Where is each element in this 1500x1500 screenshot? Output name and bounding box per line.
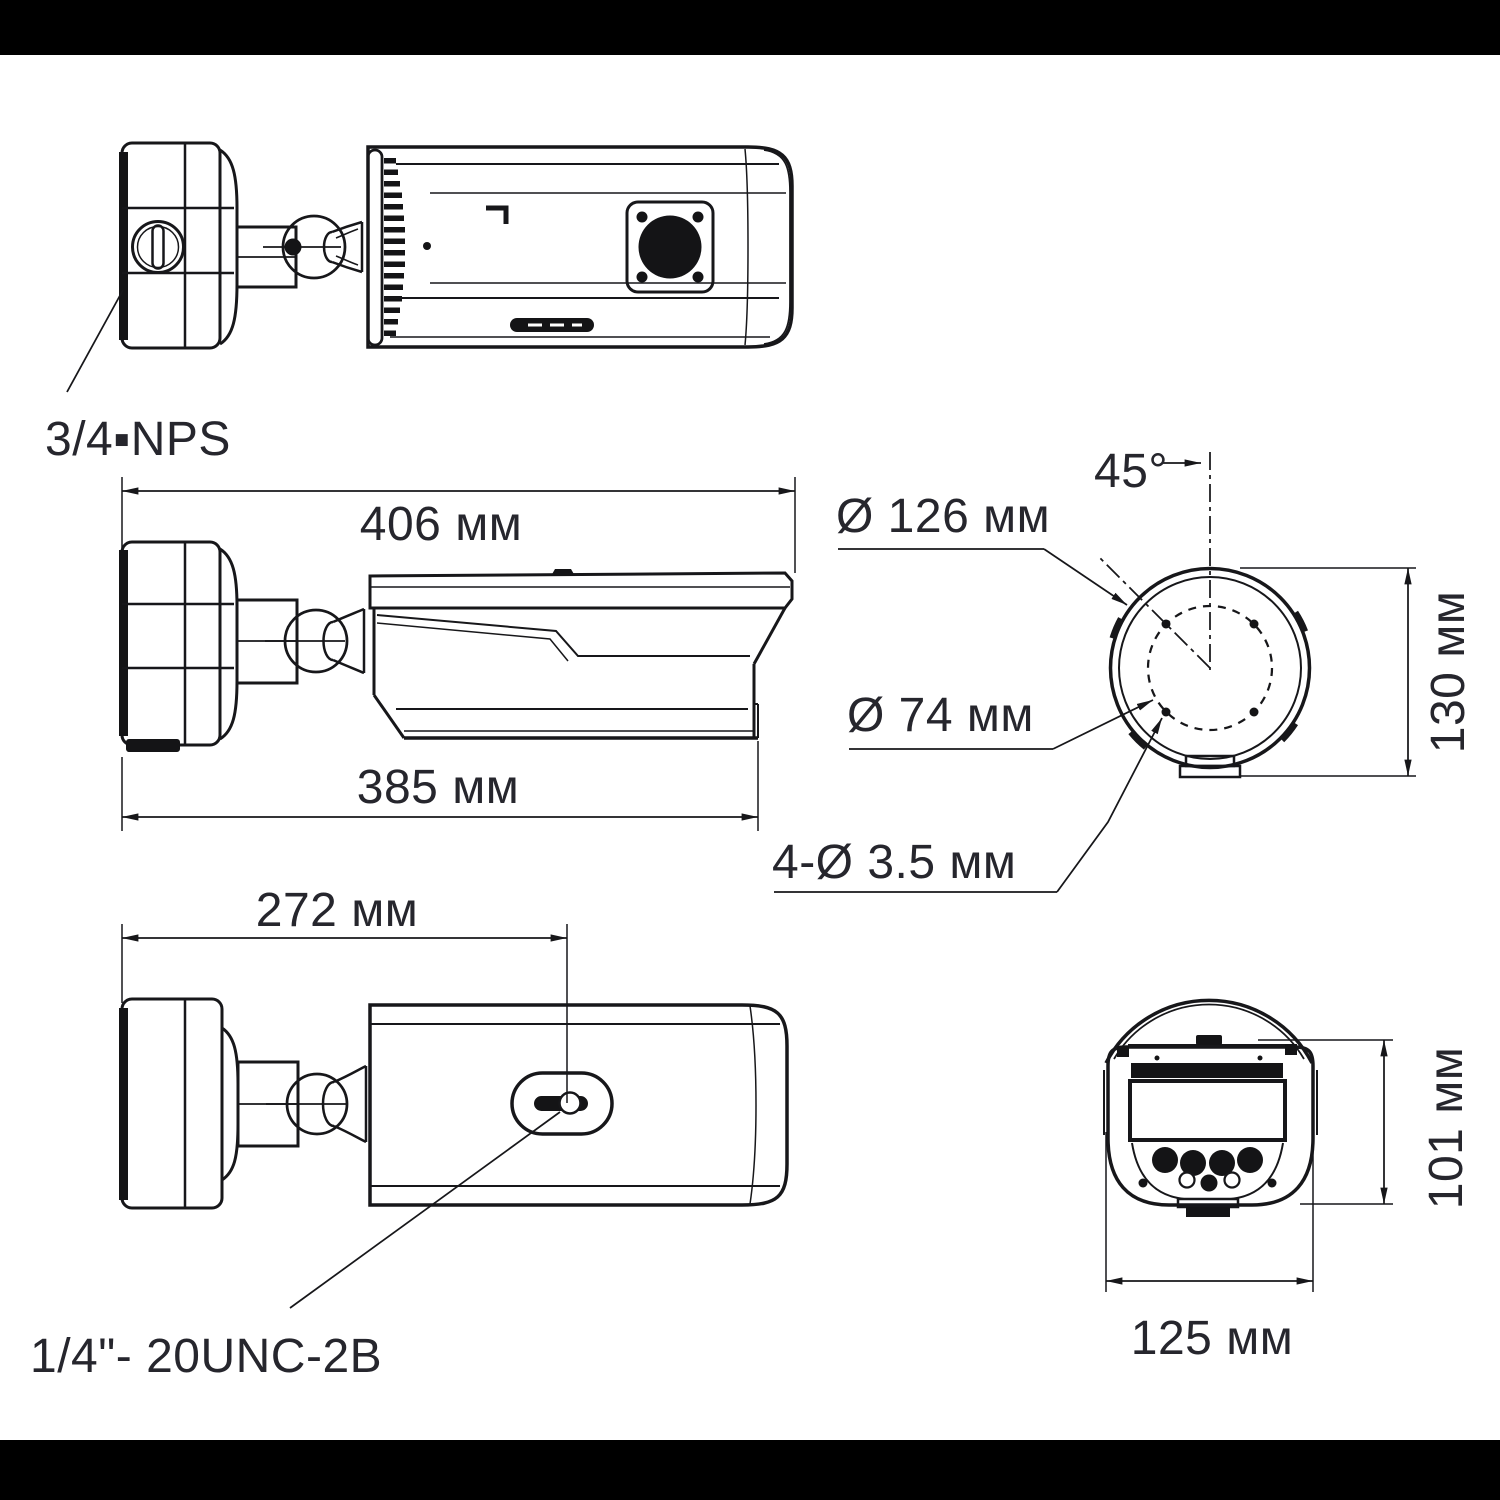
label-diameter-74: Ø 74 мм xyxy=(847,689,1034,742)
top-view: 3/4▪NPS xyxy=(45,141,794,466)
side-view xyxy=(119,540,794,752)
front-view: 101 мм 125 мм xyxy=(1103,998,1473,1365)
label-length-406: 406 мм xyxy=(360,498,522,551)
letterbox-bottom xyxy=(0,1440,1500,1500)
letterbox-top xyxy=(0,0,1500,55)
tripod-mount-slot xyxy=(510,1071,614,1136)
label-height-101: 101 мм xyxy=(1420,1047,1473,1209)
lens-window xyxy=(1128,1079,1287,1142)
label-angle-45: 45° xyxy=(1094,445,1168,498)
label-bottom-thread: 1/4"- 20UNC-2B xyxy=(30,1330,382,1383)
dimension-406: 406 мм xyxy=(121,477,796,573)
label-top-thread: 3/4▪NPS xyxy=(45,413,231,466)
dimension-385: 385 мм xyxy=(121,741,759,831)
label-length-272: 272 мм xyxy=(256,884,418,937)
label-width-125: 125 мм xyxy=(1131,1312,1293,1365)
label-height-130: 130 мм xyxy=(1422,591,1475,753)
cover-screw xyxy=(131,220,185,274)
rear-mount-view: 45° Ø 126 мм Ø 74 мм 4-Ø 3.5 мм 130 мм xyxy=(772,445,1475,893)
bottom-view: 272 мм 1/4"- 20UNC-2B xyxy=(30,884,789,1383)
ir-led-cluster xyxy=(1138,1147,1277,1192)
label-length-385: 385 мм xyxy=(357,761,519,814)
label-holes-3-5: 4-Ø 3.5 мм xyxy=(772,836,1016,889)
heatsink-fins xyxy=(384,158,405,336)
top-connector-plate xyxy=(625,200,715,294)
label-diameter-126: Ø 126 мм xyxy=(836,490,1050,543)
